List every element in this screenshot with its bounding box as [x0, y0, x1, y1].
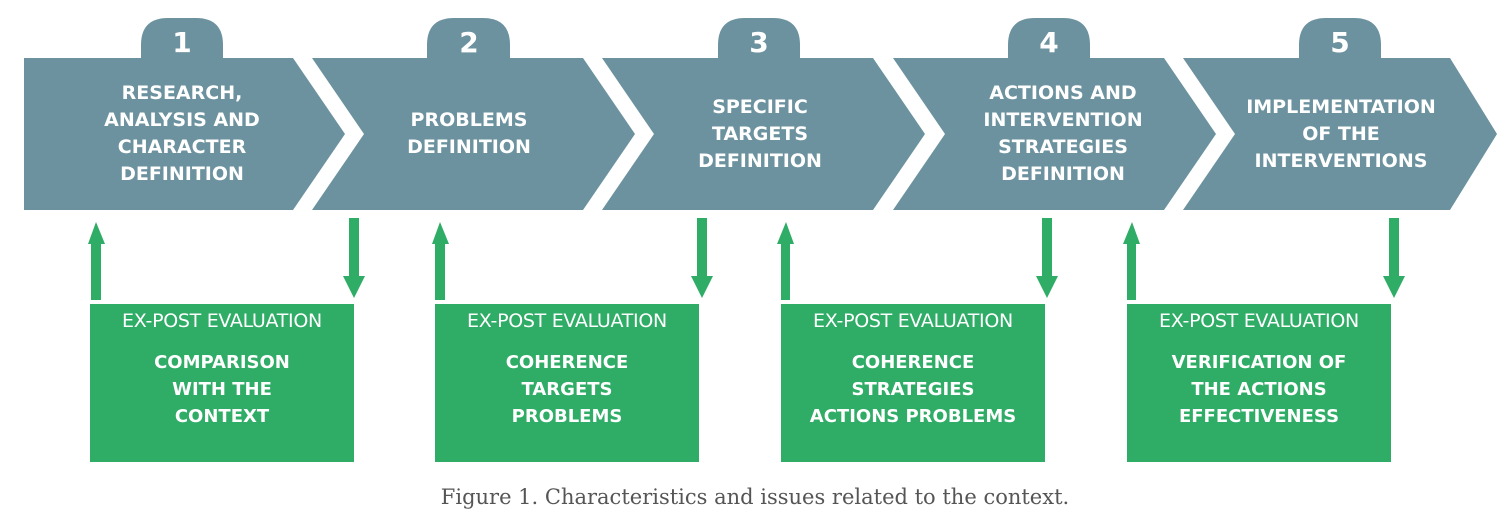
arrow-up-icon — [1123, 222, 1140, 300]
step-2-chevron — [312, 58, 635, 210]
step-4-title: ACTIONS AND INTERVENTION STRATEGIES DEFI… — [983, 82, 1143, 185]
evaluation-heading: EX-POST EVALUATION — [813, 310, 1013, 332]
evaluation-heading: EX-POST EVALUATION — [1159, 310, 1359, 332]
step-4-chevron — [893, 58, 1216, 210]
step-5-number: 5 — [1330, 26, 1350, 59]
evaluation-body: VERIFICATION OF THE ACTIONS EFFECTIVENES… — [1171, 352, 1347, 427]
step-1-title: RESEARCH, ANALYSIS AND CHARACTER DEFINIT… — [104, 82, 260, 185]
evaluation-box-2: EX-POST EVALUATION COHERENCE TARGETS PRO… — [435, 304, 699, 462]
evaluation-heading: EX-POST EVALUATION — [122, 310, 322, 332]
arrow-up-icon — [432, 222, 449, 300]
step-5-chevron — [1183, 58, 1497, 210]
step-3-title: SPECIFIC TARGETS DEFINITION — [698, 95, 822, 172]
step-4-tab — [1008, 18, 1090, 60]
step-3-chevron — [602, 58, 925, 210]
step-4-number: 4 — [1039, 26, 1059, 59]
step-1-chevron — [24, 58, 345, 210]
step-2-number: 2 — [459, 26, 479, 59]
step-5-title: IMPLEMENTATION OF THE INTERVENTIONS — [1246, 95, 1436, 172]
evaluation-body: COMPARISON WITH THE CONTEXT — [154, 352, 290, 427]
process-diagram — [24, 18, 1497, 300]
arrow-up-icon — [777, 222, 794, 300]
evaluation-body: COHERENCE TARGETS PROBLEMS — [505, 352, 629, 427]
step-1-number: 1 — [172, 26, 192, 59]
arrow-down-icon — [343, 218, 365, 298]
arrow-down-icon — [1036, 218, 1058, 298]
evaluation-heading: EX-POST EVALUATION — [467, 310, 667, 332]
arrow-up-icon — [88, 222, 105, 300]
step-2-title: PROBLEMS DEFINITION — [407, 109, 531, 158]
figure-caption: Figure 1. Characteristics and issues rel… — [440, 485, 1070, 509]
arrow-down-icon — [691, 218, 713, 298]
step-5-tab — [1299, 18, 1381, 60]
evaluation-box-4: EX-POST EVALUATION VERIFICATION OF THE A… — [1127, 304, 1391, 462]
step-1-tab — [141, 18, 223, 60]
step-3-number: 3 — [749, 26, 769, 59]
step-3-tab — [718, 18, 800, 60]
arrow-down-icon — [1383, 218, 1405, 298]
evaluation-box-1: EX-POST EVALUATION COMPARISON WITH THE C… — [90, 304, 354, 462]
step-2-tab — [427, 18, 510, 60]
evaluation-box-3: EX-POST EVALUATION COHERENCE STRATEGIES … — [781, 304, 1045, 462]
evaluation-body: COHERENCE STRATEGIES ACTIONS PROBLEMS — [809, 352, 1017, 427]
